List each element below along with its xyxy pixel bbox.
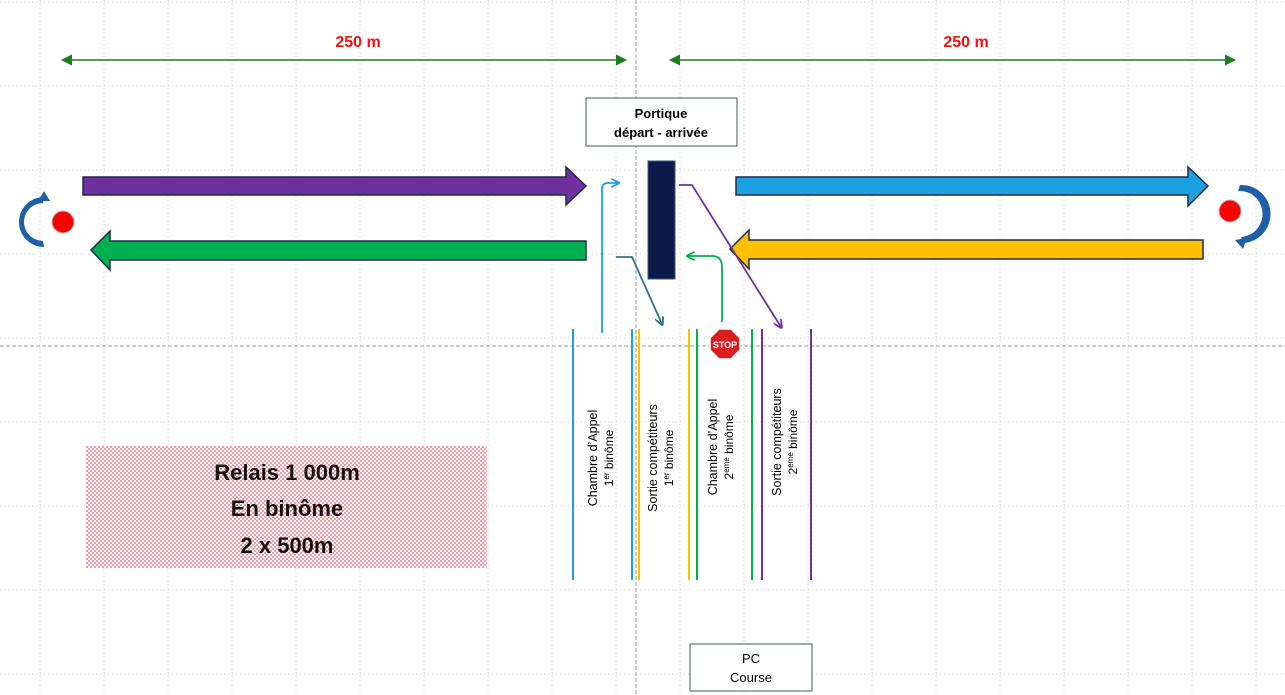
green-arrow [89, 229, 587, 272]
purple-arrow [82, 165, 588, 207]
lane-label-sc2-line1: Sortie compétiteurs [770, 388, 784, 496]
portique-box [585, 97, 738, 147]
stop-sign-label: STOP [713, 340, 737, 350]
stop-sign-icon: STOP [709, 328, 741, 360]
lane-label-sc2-line2: 2eme binôme [786, 409, 800, 474]
lane-label-ca1-line1: Chambre d’Appel [586, 410, 600, 507]
pc-course-line2: Course [730, 670, 772, 685]
lane-label-ca1: Chambre d’Appel 1er binôme [586, 410, 616, 507]
lane-label-sc1-line1: Sortie compétiteurs [646, 404, 660, 512]
distance-label-right: 250 m [943, 34, 988, 51]
portique-label-line1: Portique [635, 106, 688, 121]
yellow-arrow [728, 228, 1204, 271]
lane-label-ca2: Chambre d’Appel 2eme binôme [706, 399, 736, 496]
portique-label-line2: départ - arrivée [614, 125, 708, 140]
lane-label-sc2: Sortie compétiteurs 2eme binôme [770, 388, 800, 496]
flow-arrow-ca1 [601, 183, 618, 333]
turn-marker-right [1218, 199, 1242, 223]
lane-label-ca2-line1: Chambre d’Appel [706, 399, 720, 496]
lane-label-sc1: Sortie compétiteurs 1er binôme [646, 404, 676, 512]
flow-arrow-ca2 [688, 256, 723, 322]
flow-arrow-sc2 [679, 184, 781, 327]
relais-line2: En binôme [231, 496, 343, 521]
turnaround-icon [19, 191, 50, 247]
lane-label-ca1-line2: 1er binôme [602, 429, 616, 486]
turnaround-icon [1235, 184, 1271, 249]
relais-box [86, 446, 487, 568]
lane-label-sc1-line2: 1er binôme [662, 429, 676, 486]
pc-course-line1: PC [742, 651, 760, 666]
relais-line3: 2 x 500m [241, 533, 334, 558]
lane-label-ca2-line2: 2eme binôme [722, 414, 736, 479]
distance-label-left: 250 m [335, 34, 380, 51]
blue-arrow [735, 165, 1210, 208]
flow-arrow-sc1 [616, 256, 662, 324]
turn-marker-left [51, 210, 75, 234]
pc-course-box [689, 643, 813, 692]
relais-line1: Relais 1 000m [214, 460, 360, 485]
portique-bar [647, 160, 676, 280]
